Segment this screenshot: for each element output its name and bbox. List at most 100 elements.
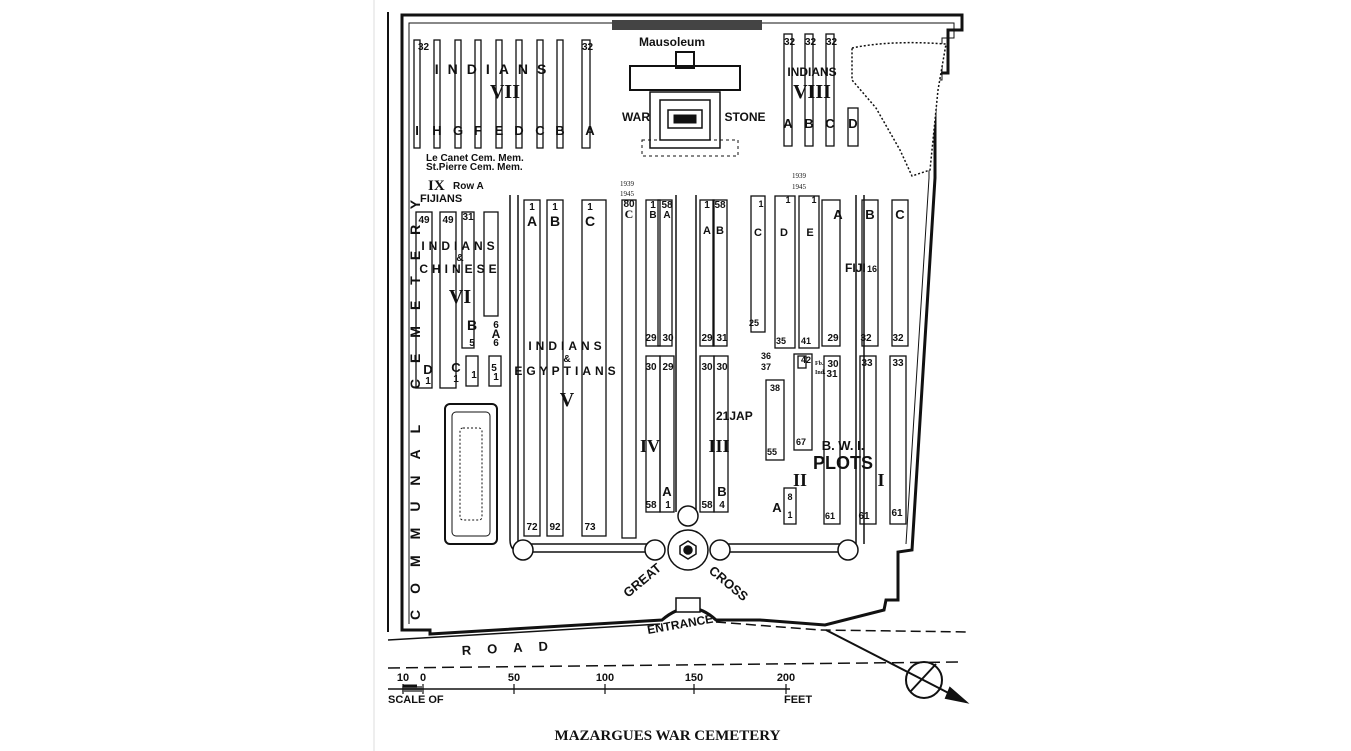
plot-vi-number: 1 xyxy=(453,374,459,385)
plot-ii-number: 1 xyxy=(758,199,763,209)
plot-ii-year: 1945 xyxy=(792,183,807,191)
plot-iv-number: 1 xyxy=(665,500,671,511)
grave-row xyxy=(861,199,879,347)
grave-row xyxy=(699,199,715,347)
plot-i-row-label: A xyxy=(833,207,843,222)
communal-cemetery-label: COMMUNAL CEMETERY xyxy=(407,184,423,620)
scale-tick-label: 10 xyxy=(397,672,409,684)
plot-i-number: 33 xyxy=(892,358,904,369)
scale-tick-label: 50 xyxy=(508,672,520,684)
plot-viii-row-label: B xyxy=(804,116,813,131)
plot-ii-row-label: D xyxy=(780,227,788,239)
plot-ii-number: 41 xyxy=(801,336,811,346)
bwi-label: B. W. I. xyxy=(822,438,865,453)
plot-vii-row-label: A xyxy=(585,123,595,138)
plot-ii-number: 8 xyxy=(787,492,792,502)
hedge xyxy=(612,20,762,30)
plot-i-number: 32 xyxy=(892,333,904,344)
plot-viii-number: 32 xyxy=(784,37,796,48)
plot-ii-row-label: E xyxy=(806,227,813,239)
plot-v-row-label: A xyxy=(527,213,537,229)
grave-row xyxy=(536,39,544,149)
plot-i-number: 29 xyxy=(827,333,839,344)
plot-v-number: 73 xyxy=(584,522,596,533)
plot-iv-number: 80 xyxy=(623,199,635,210)
plot-viii-row-label: A xyxy=(783,116,793,131)
grave-row xyxy=(621,199,637,539)
pool xyxy=(444,403,498,545)
plot-i-row-label: C xyxy=(895,207,905,222)
plot-vi-number: 1 xyxy=(425,376,431,387)
plot-vi-group2: CHINESE xyxy=(419,262,500,276)
plot-ii-number: 1 xyxy=(785,195,790,205)
plot-vii-row-label: G xyxy=(453,123,463,138)
plot-v-number: 1 xyxy=(587,202,593,213)
grave-row xyxy=(699,355,715,513)
scale-tick-label: 100 xyxy=(596,672,614,684)
plot-iii-number: 58 xyxy=(714,200,726,211)
plot-v-amp: & xyxy=(563,354,570,365)
plot-vi-row-label: C xyxy=(451,360,461,375)
plot-vii-row-label: F xyxy=(474,123,482,138)
scale-tick-label: 200 xyxy=(777,672,795,684)
plot-vi-number: 1 xyxy=(493,372,499,383)
plot-ii-number: 61 xyxy=(825,511,835,521)
plot-ii-number: 36 xyxy=(761,351,771,361)
grave-row xyxy=(797,355,807,369)
plot-v-number: 1 xyxy=(552,202,558,213)
plot-iii-number: 58 xyxy=(701,500,713,511)
plot-vi-group1: INDIANS xyxy=(421,239,498,253)
road xyxy=(387,621,971,669)
plot-vii-row-label: H xyxy=(432,123,441,138)
grave-row xyxy=(645,199,661,347)
grave-row xyxy=(483,211,499,317)
plot-iv-number: 58 xyxy=(645,500,657,511)
plot-v-group2: EGYPTIANS xyxy=(514,364,619,378)
grave-row xyxy=(546,199,564,537)
plot-viii-number: 32 xyxy=(805,37,817,48)
plot-vi-row-label: B xyxy=(467,317,477,333)
road-label: ROAD xyxy=(461,638,564,658)
plot-vi-number: 31 xyxy=(462,212,474,223)
plot-iii-number: 29 xyxy=(701,333,713,344)
grave-row xyxy=(713,355,729,513)
plot-iv-numeral: IV xyxy=(640,436,660,456)
plot-ii-number: 55 xyxy=(767,447,777,457)
grave-row xyxy=(657,199,673,347)
plot-iii-row-label: B xyxy=(717,484,726,499)
plot-iii-jap: 21JAP xyxy=(716,409,753,423)
grave-row xyxy=(793,353,813,451)
plot-iv-number: 1 xyxy=(650,200,656,211)
shrubbery xyxy=(851,41,947,177)
plot-i-fiji: FIJI xyxy=(845,261,866,275)
plot-iii-number: 1 xyxy=(704,200,710,211)
plot-i-number: 31 xyxy=(826,369,838,380)
memorial-st-pierre: St.Pierre Cem. Mem. xyxy=(426,162,523,173)
plot-iii-row-label: B xyxy=(716,225,724,237)
grave-row xyxy=(465,355,479,387)
plot-iv-number: 30 xyxy=(645,362,657,373)
plot-viii-group: INDIANS xyxy=(787,65,836,79)
plot-vii-row-label: B xyxy=(555,123,564,138)
grave-row xyxy=(645,355,661,513)
grave-row xyxy=(556,39,564,149)
plot-iii-number: 30 xyxy=(716,362,728,373)
plot-vii-row-label: D xyxy=(514,123,523,138)
plot-i-number: 32 xyxy=(860,333,872,344)
plot-i-fiji-count: 16 xyxy=(867,264,877,274)
plot-vi-number: 5 xyxy=(491,363,497,374)
plot-vi-number: 6 xyxy=(493,338,499,349)
plot-vii-number: 32 xyxy=(418,42,430,53)
plot-ii-year: 1939 xyxy=(792,172,807,180)
grave-row xyxy=(454,39,462,149)
north-arrow-icon xyxy=(825,629,970,704)
plot-ii-number: 35 xyxy=(776,336,786,346)
grave-row xyxy=(891,199,909,347)
plot-iv-year: 1945 xyxy=(620,190,635,198)
grave-row xyxy=(783,487,797,525)
grave-row xyxy=(413,39,421,149)
grave-row xyxy=(659,355,675,513)
grave-row xyxy=(847,107,859,147)
